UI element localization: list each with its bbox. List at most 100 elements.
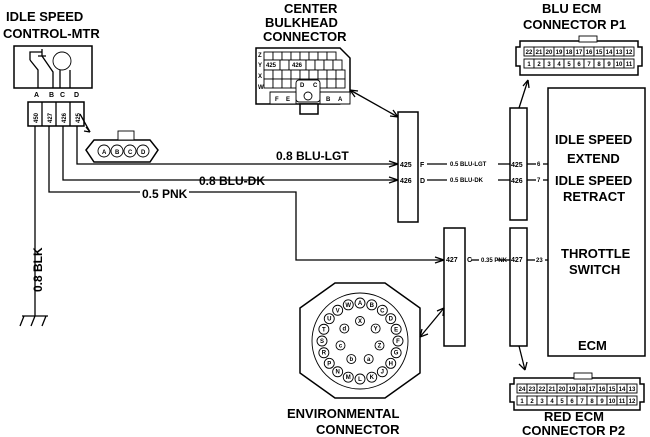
env-pin-label: R bbox=[322, 351, 327, 357]
isc-circuit-426: 426 bbox=[62, 112, 68, 123]
env-pin-label: C bbox=[380, 308, 385, 314]
p2-bottom-pin-label: 5 bbox=[560, 399, 564, 405]
ecm-func-extend-1: IDLE SPEED bbox=[555, 132, 632, 147]
bulkhead-blade-425: 425 bbox=[400, 162, 412, 169]
env-cav-c: C bbox=[467, 257, 472, 264]
bulkhead-cell-425: 425 bbox=[266, 63, 277, 69]
p1-top-pin-label: 14 bbox=[606, 50, 613, 56]
p1-bottom-pin-label: 1 bbox=[527, 62, 531, 68]
ecm-wire-426-label: 0.5 BLU-DK bbox=[450, 178, 484, 184]
env-pin-label: P bbox=[327, 361, 331, 367]
bulkhead-row-y: Y bbox=[258, 63, 262, 69]
p2-top-pin-label: 16 bbox=[599, 387, 606, 393]
env-pin-label: L bbox=[358, 377, 362, 383]
p2-bottom-pin-cell bbox=[626, 395, 638, 406]
env-pin bbox=[370, 323, 381, 334]
blue-blade-425: 425 bbox=[511, 162, 523, 169]
env-pin bbox=[335, 340, 346, 351]
env-pin bbox=[355, 316, 365, 326]
center-bulkhead-connector: CENTER BULKHEAD CONNECTOR Z Y X W 425 42… bbox=[255, 1, 399, 118]
p2-top-pin-label: 24 bbox=[519, 387, 526, 393]
plug-pin-d: D bbox=[141, 150, 146, 156]
p2-bottom-pin-label: 10 bbox=[609, 399, 616, 405]
p1-bottom-pin-label: 11 bbox=[626, 62, 633, 68]
env-blade-427: 427 bbox=[446, 257, 458, 264]
plug-pin-c: C bbox=[128, 150, 133, 156]
p2-title-2: CONNECTOR P2 bbox=[522, 423, 625, 437]
p1-bottom-pin-label: 7 bbox=[587, 62, 591, 68]
p1-bottom-pin-label: 5 bbox=[567, 62, 571, 68]
p2-top-pin-cell bbox=[626, 383, 638, 394]
env-pin bbox=[385, 357, 397, 369]
env-pin bbox=[318, 323, 330, 335]
env-pin-label: A bbox=[358, 301, 363, 307]
ecm-wire-425-label: 0.5 BLU-LGT bbox=[450, 162, 487, 168]
p2-top-pin-label: 15 bbox=[609, 387, 616, 393]
ecm-func-retract-1: IDLE SPEED bbox=[555, 173, 632, 188]
isc-title-1: IDLE SPEED bbox=[6, 9, 83, 24]
p2-title-1: RED ECM bbox=[544, 409, 604, 424]
plug-pin-b: B bbox=[115, 150, 120, 156]
bulkhead-cav-f: F bbox=[420, 162, 425, 169]
ecm-pin-23: 23 bbox=[536, 258, 543, 264]
isc-circuit-427: 427 bbox=[48, 112, 54, 123]
env-pin bbox=[354, 297, 366, 309]
p2-top-pin-label: 21 bbox=[549, 387, 556, 393]
env-pin bbox=[366, 371, 378, 383]
p1-title-2: CONNECTOR P1 bbox=[523, 17, 626, 32]
env-pin bbox=[376, 304, 388, 316]
env-pin bbox=[363, 354, 374, 364]
env-pin-label: G bbox=[394, 351, 399, 357]
env-pin bbox=[374, 340, 385, 351]
env-pin-label: W bbox=[345, 303, 351, 309]
env-pin bbox=[342, 371, 354, 383]
p2-bottom-pin-label: 4 bbox=[550, 399, 554, 405]
ecm-module: IDLE SPEED EXTEND IDLE SPEED RETRACT THR… bbox=[547, 87, 646, 357]
env-title-2: CONNECTOR bbox=[316, 422, 400, 437]
ecm-func-throttle-1: THROTTLE bbox=[561, 246, 631, 261]
p1-bottom-pin-label: 8 bbox=[597, 62, 601, 68]
env-pin-label: N bbox=[335, 370, 339, 376]
p1-bottom-pin-label: 4 bbox=[557, 62, 561, 68]
env-pin bbox=[376, 366, 388, 378]
p2-bottom-pin-label: 3 bbox=[540, 399, 544, 405]
wire-426-label: 0.8 BLU-DK bbox=[199, 174, 265, 188]
bulkhead-letter-c: C bbox=[313, 83, 318, 89]
p2-bottom-pin-label: 7 bbox=[580, 399, 584, 405]
p1-top-pin-label: 13 bbox=[616, 50, 623, 56]
wire-427: 0.5 PNK bbox=[48, 126, 445, 264]
wire-425: 0.8 BLU-LGT bbox=[76, 126, 399, 168]
env-pin-label: T bbox=[322, 327, 326, 333]
plug-pin-a: A bbox=[102, 150, 107, 156]
ecm-side-wires: 0.5 BLU-LGT 0.5 BLU-DK 6 7 bbox=[427, 162, 548, 184]
env-pin-label: M bbox=[346, 375, 351, 381]
p2-bottom-pin-label: 1 bbox=[520, 399, 524, 405]
wire-450-label: 0.8 BLK bbox=[31, 247, 45, 292]
p1-top-pin-label: 15 bbox=[596, 50, 603, 56]
p2-bottom-pin-label: 11 bbox=[619, 399, 626, 405]
ecm-wire-427-label: 0.35 PNK bbox=[481, 258, 508, 264]
env-pin-label: K bbox=[370, 375, 375, 381]
p2-top-pin-label: 14 bbox=[619, 387, 626, 393]
p2-top-pin-label: 22 bbox=[539, 387, 546, 393]
bulkhead-title-3: CONNECTOR bbox=[263, 29, 347, 44]
p1-top-pin-label: 18 bbox=[566, 50, 573, 56]
isc-pin-a: A bbox=[34, 92, 39, 99]
env-pin-label: X bbox=[358, 319, 362, 325]
p1-bottom-pin-cell bbox=[623, 58, 635, 69]
blue-blade-426: 426 bbox=[511, 178, 523, 185]
env-pin bbox=[385, 313, 397, 325]
env-pin bbox=[390, 323, 402, 335]
env-pin-label: Y bbox=[374, 327, 378, 333]
env-pin-label: b bbox=[349, 357, 353, 363]
env-pin-label: a bbox=[367, 357, 371, 363]
env-pin bbox=[316, 335, 328, 347]
env-pin bbox=[392, 335, 404, 347]
bulkhead-row-w: W bbox=[258, 85, 264, 91]
